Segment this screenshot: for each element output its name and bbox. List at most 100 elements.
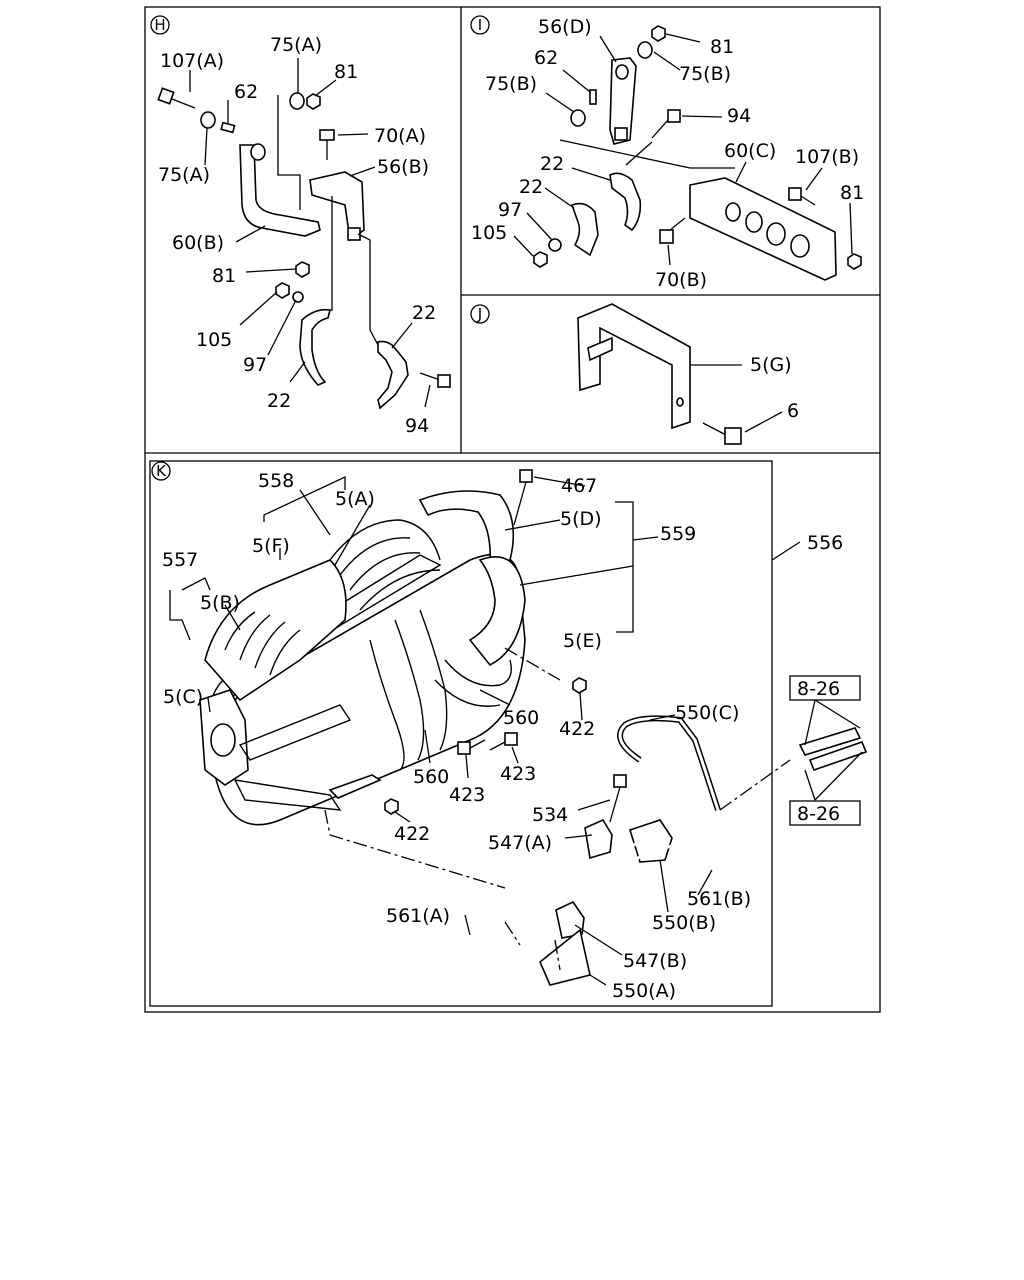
ref-box-8-26-bottom: [789, 800, 861, 826]
section-k-labels: 467 558 5(A) 5(D) 559 556 5(F) 557 5(B) …: [162, 470, 843, 1002]
converter-assembly-icon: [199, 490, 526, 826]
svg-text:K: K: [156, 462, 167, 480]
svg-text:I: I: [478, 16, 482, 34]
label-560-left: 560: [413, 766, 449, 788]
label-5e: 5(E): [563, 630, 602, 652]
label-550b: 550(B): [652, 912, 716, 934]
label-8-26-bottom: 8-26: [797, 803, 840, 825]
nut-105-i-icon: [533, 251, 548, 268]
diagram-frames: [144, 6, 881, 1013]
label-94-i: 94: [727, 105, 751, 127]
section-marker-h: H: [150, 15, 170, 35]
label-107a: 107(A): [160, 50, 224, 72]
label-22-i-lower: 22: [519, 176, 543, 198]
label-94: 94: [405, 415, 429, 437]
washer-75a-top-icon: [289, 92, 305, 110]
label-81-lower: 81: [212, 265, 236, 287]
label-467: 467: [561, 475, 597, 497]
bracket-60b-icon: [239, 144, 321, 237]
clamp-547b-icon: [555, 900, 585, 939]
svg-text:J: J: [477, 305, 482, 323]
bolt-107b-icon: [788, 187, 816, 206]
bolt-94-icon: [419, 372, 451, 388]
washer-97-i-icon: [548, 238, 562, 252]
clamp-22-i-upper-icon: [609, 172, 642, 232]
label-60c: 60(C): [724, 140, 776, 162]
label-70b: 70(B): [655, 269, 707, 291]
nut-81-icon: [306, 93, 321, 110]
label-81-i-right: 81: [840, 182, 864, 204]
label-547b: 547(B): [623, 950, 687, 972]
nut-81-i-icon: [651, 25, 666, 42]
label-423-left: 423: [449, 784, 485, 806]
label-561b: 561(B): [687, 888, 751, 910]
label-5a: 5(A): [335, 488, 375, 510]
bolt-70a-icon: [319, 129, 335, 160]
label-97: 97: [243, 354, 267, 376]
label-422-lower: 422: [394, 823, 430, 845]
label-547a: 547(A): [488, 832, 552, 854]
label-5g: 5(G): [750, 354, 792, 376]
section-h-labels: 107(A) 75(A) 81 62 70(A) 75(A) 56(B) 60(…: [158, 34, 436, 437]
label-5b: 5(B): [200, 592, 240, 614]
bolt-423-left-icon: [457, 739, 486, 755]
bolt-107a-icon: [157, 87, 196, 109]
label-60b: 60(B): [172, 232, 224, 254]
bolt-94-i-icon: [651, 109, 681, 139]
label-105: 105: [196, 329, 232, 351]
section-marker-j: J: [470, 304, 490, 324]
bolt-6-icon: [702, 422, 742, 445]
label-107b: 107(B): [795, 146, 859, 168]
label-534: 534: [532, 804, 568, 826]
nut-422-lower-icon: [384, 798, 399, 815]
nut-81-i-right-icon: [847, 253, 862, 270]
pin-62-icon: [220, 121, 236, 134]
label-62: 62: [234, 81, 258, 103]
section-k-parts: [169, 469, 868, 986]
section-marker-k: K: [151, 461, 171, 481]
label-75b-right: 75(B): [679, 63, 731, 85]
pin-62-i-icon: [589, 89, 597, 105]
label-559: 559: [660, 523, 696, 545]
bracket-56d-icon: [609, 57, 637, 145]
label-5d: 5(D): [560, 508, 602, 530]
hose-8-26-icon: [798, 727, 868, 772]
label-561a: 561(A): [386, 905, 450, 927]
bolt-70b-icon: [659, 217, 686, 244]
label-6: 6: [787, 400, 799, 422]
label-560-right: 560: [503, 707, 539, 729]
label-22-left: 22: [267, 390, 291, 412]
label-422-right: 422: [559, 718, 595, 740]
section-marker-i: I: [470, 15, 490, 35]
label-557: 557: [162, 549, 198, 571]
washer-75b-top-icon: [637, 41, 653, 59]
label-423-right: 423: [500, 763, 536, 785]
pipe-561b-icon: [631, 744, 713, 886]
label-5c: 5(C): [163, 686, 203, 708]
washer-75a-icon: [200, 111, 216, 129]
clamp-22-i-lower-icon: [570, 202, 599, 257]
label-550c: 550(C): [675, 702, 739, 724]
label-97-i: 97: [498, 199, 522, 221]
label-550a: 550(A): [612, 980, 676, 1002]
label-22-right: 22: [412, 302, 436, 324]
nut-81-lower-icon: [295, 261, 310, 278]
label-56d: 56(D): [538, 16, 592, 38]
washer-75b-icon: [570, 109, 586, 127]
bolt-534-icon: [609, 774, 627, 823]
section-h-parts: [157, 58, 451, 410]
bolt-423-right-icon: [489, 732, 518, 751]
label-105-i: 105: [471, 222, 507, 244]
ref-box-8-26-top: [789, 675, 861, 701]
label-81-top: 81: [334, 61, 358, 83]
bracket-550a-icon: [539, 928, 591, 986]
label-75a-left: 75(A): [158, 164, 210, 186]
label-22-i-top: 22: [540, 153, 564, 175]
nut-422-right-icon: [572, 677, 587, 694]
label-81-i: 81: [710, 36, 734, 58]
label-75b-left: 75(B): [485, 73, 537, 95]
section-j-parts: [577, 303, 783, 445]
bracket-5g-icon: [577, 303, 691, 430]
bracket-60c-icon: [689, 177, 837, 281]
washer-97-icon: [292, 291, 304, 303]
